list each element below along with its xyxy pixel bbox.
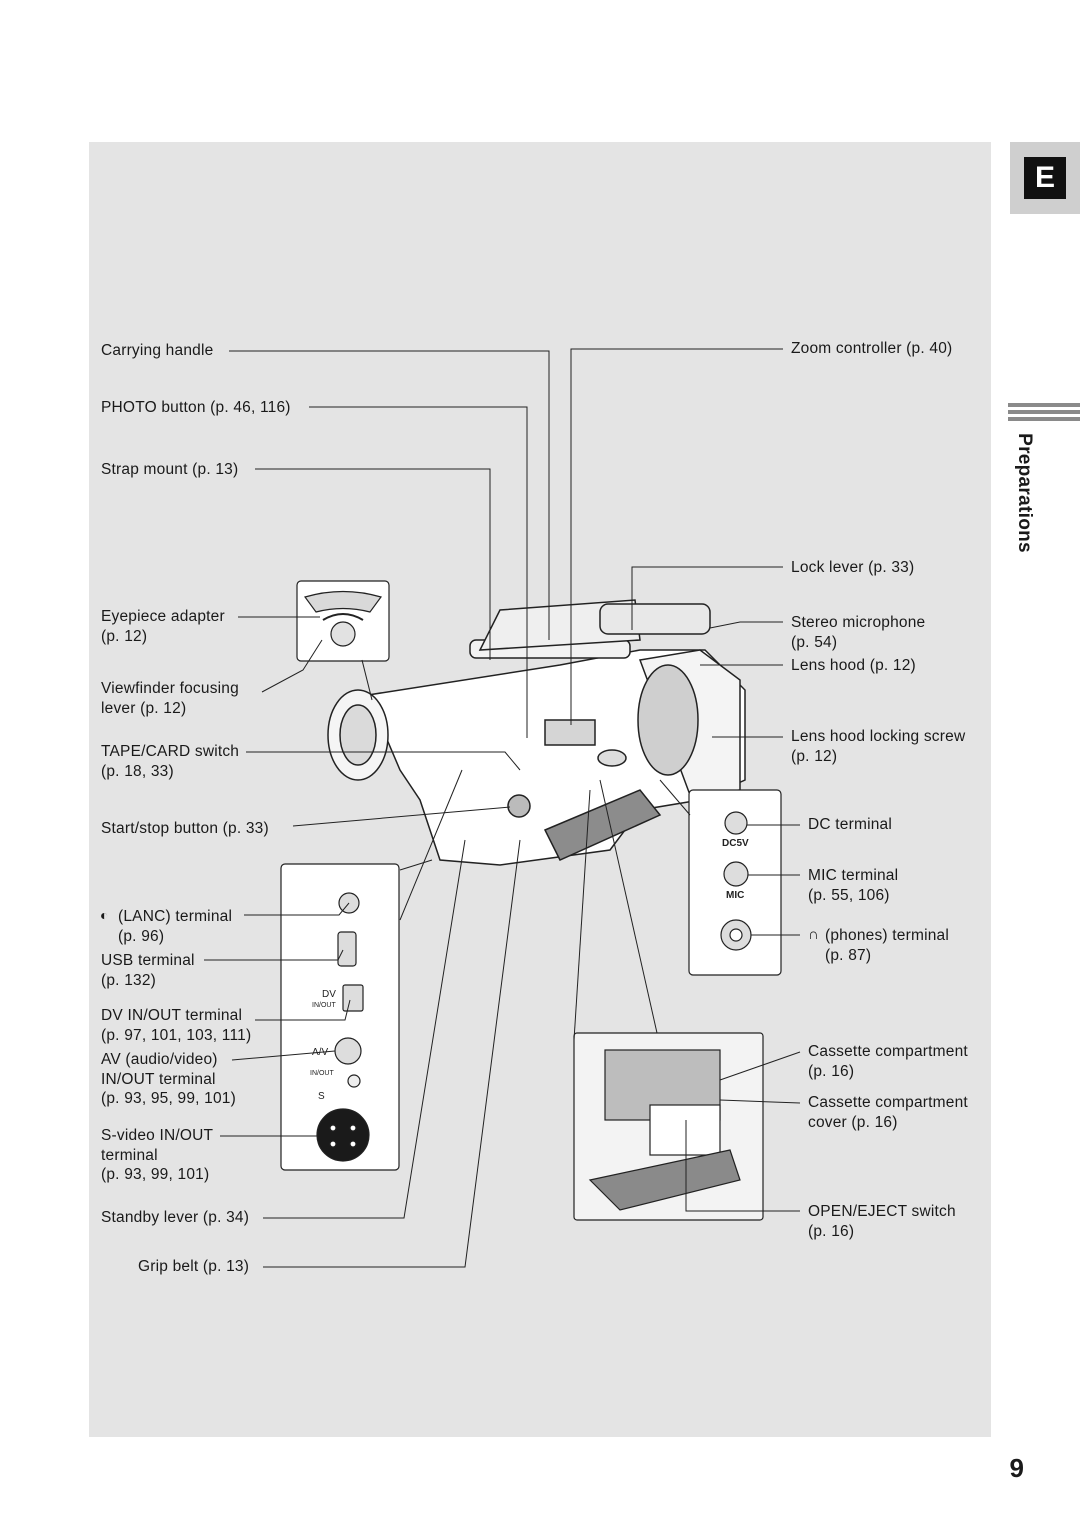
label-grip-belt: Grip belt (p. 13) [138, 1258, 250, 1275]
label-usb-terminal: USB terminal (p. 132) [101, 952, 195, 989]
label-zoom-controller: Zoom controller (p. 40) [791, 340, 953, 357]
language-tab: E [1010, 142, 1080, 214]
label-tape-card-switch: TAPE/CARD switch (p. 18, 33) [101, 743, 240, 780]
lanc-icon: ◐ [100, 907, 109, 923]
label-stereo-microphone: Stereo microphone (p. 54) [791, 614, 926, 651]
label-cassette-cover: Cassette compartment cover (p. 16) [808, 1094, 968, 1131]
label-lanc-terminal: (LANC) terminal (p. 96) [118, 908, 233, 945]
label-carrying-handle: Carrying handle [101, 342, 214, 359]
dv-marking: DV [322, 989, 336, 1000]
label-photo-button: PHOTO button (p. 46, 116) [101, 399, 291, 416]
eyepiece-inset [296, 580, 390, 662]
label-cassette-compartment: Cassette compartment (p. 16) [808, 1043, 968, 1080]
label-svideo-terminal: S-video IN/OUT terminal (p. 93, 99, 101) [101, 1127, 214, 1183]
s-marking: S [318, 1091, 325, 1102]
inset-connectors [361, 659, 691, 1041]
label-mic-terminal: MIC terminal (p. 55, 106) [808, 867, 899, 904]
av-inout-marking: IN/OUT [310, 1070, 334, 1077]
page-number: 9 [1009, 1453, 1024, 1483]
label-start-stop-button: Start/stop button (p. 33) [101, 820, 269, 837]
tab-letter: E [1024, 157, 1066, 199]
mic-marking: MIC [726, 890, 744, 901]
label-av-terminal: AV (audio/video) IN/OUT terminal (p. 93,… [101, 1051, 236, 1107]
label-lock-lever: Lock lever (p. 33) [791, 559, 915, 576]
label-open-eject-switch: OPEN/EJECT switch (p. 16) [808, 1203, 956, 1240]
label-eyepiece-adapter: Eyepiece adapter (p. 12) [101, 608, 225, 645]
section-bars [1008, 403, 1080, 424]
headphones-icon: ∩ [808, 926, 819, 943]
label-lens-hood: Lens hood (p. 12) [791, 657, 916, 674]
cassette-inset [573, 1032, 764, 1221]
av-marking: A/V [312, 1047, 328, 1058]
label-viewfinder-lever: Viewfinder focusing lever (p. 12) [101, 680, 239, 717]
label-dc-terminal: DC terminal [808, 816, 893, 833]
dc-mic-inset [688, 789, 782, 976]
camcorder-body [327, 599, 746, 866]
label-lens-hood-screw: Lens hood locking screw (p. 12) [791, 728, 966, 765]
label-phones-terminal: (phones) terminal (p. 87) [825, 927, 950, 964]
terminal-panel-inset [280, 863, 400, 1171]
dv-inout-marking: IN/OUT [312, 1002, 336, 1009]
label-dv-terminal: DV IN/OUT terminal (p. 97, 101, 103, 111… [101, 1007, 252, 1044]
dc5v-marking: DC5V [722, 838, 749, 849]
leader-lines [204, 348, 801, 1268]
jack-markings: DC5V MIC DV IN/OUT A/V IN/OUT S [310, 838, 749, 1102]
label-standby-lever: Standby lever (p. 34) [101, 1209, 250, 1226]
label-strap-mount: Strap mount (p. 13) [101, 461, 239, 478]
